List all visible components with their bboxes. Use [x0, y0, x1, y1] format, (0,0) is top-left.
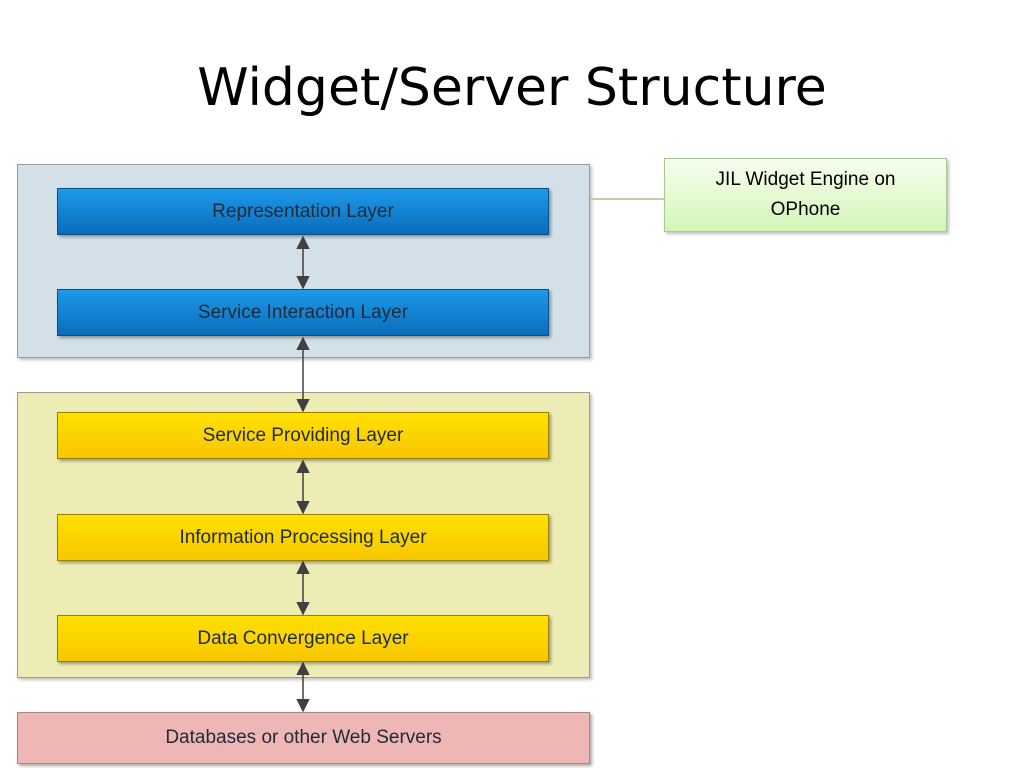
service-providing-layer: Service Providing Layer: [57, 412, 549, 459]
jil-widget-engine-callout: JIL Widget Engine on OPhone: [664, 158, 947, 232]
data-convergence-layer-label: Data Convergence Layer: [197, 627, 409, 649]
information-processing-layer-label: Information Processing Layer: [179, 526, 427, 548]
representation-layer: Representation Layer: [57, 188, 549, 235]
callout-text-line2: OPhone: [770, 199, 841, 220]
databases-layer-label: Databases or other Web Servers: [165, 727, 442, 748]
page-title: Widget/Server Structure: [197, 58, 827, 118]
representation-layer-label: Representation Layer: [212, 200, 394, 222]
service-interaction-layer: Service Interaction Layer: [57, 289, 549, 336]
data-convergence-layer: Data Convergence Layer: [57, 615, 549, 662]
service-interaction-layer-label: Service Interaction Layer: [197, 301, 409, 323]
callout-text-line1: JIL Widget Engine on: [715, 169, 896, 190]
service-providing-layer-label: Service Providing Layer: [202, 424, 404, 446]
databases-layer: Databases or other Web Servers: [17, 712, 590, 764]
information-processing-layer: Information Processing Layer: [57, 514, 549, 561]
